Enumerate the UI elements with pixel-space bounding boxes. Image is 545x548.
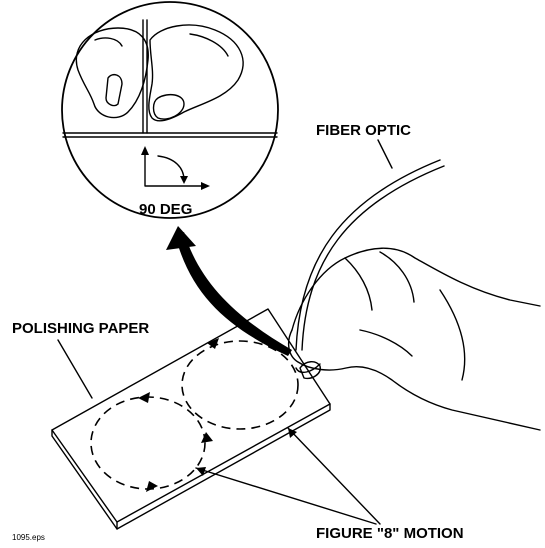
hand: [289, 248, 540, 430]
figure8-loop-right: [182, 341, 298, 429]
fiber-optic-label: FIBER OPTIC: [316, 122, 411, 139]
callout-arrowhead: [166, 226, 196, 250]
file-name-label: 1095.eps: [12, 533, 45, 542]
angle-arc: [158, 156, 184, 180]
polishing-paper-label: POLISHING PAPER: [12, 320, 149, 337]
fiber-optic-cable: [296, 160, 440, 350]
motion-arrow: [138, 392, 150, 403]
inset-thumbnail: [154, 95, 185, 119]
figure8-loop-left: [91, 397, 205, 489]
fiber-optic-leader: [378, 140, 392, 168]
inset-finger-right: [149, 25, 243, 121]
callout-arrow: [176, 232, 292, 356]
magnified-inset: 90 DEG: [62, 2, 278, 218]
angle-label: 90 DEG: [139, 201, 192, 218]
polishing-paper-leader: [58, 340, 92, 398]
hand-fingertip: [300, 362, 320, 379]
motion-leader-left: [196, 468, 376, 524]
motion-leader-right: [288, 428, 380, 524]
figure8-motion-label: FIGURE "8" MOTION: [316, 525, 464, 542]
angle-axes: [145, 150, 205, 186]
